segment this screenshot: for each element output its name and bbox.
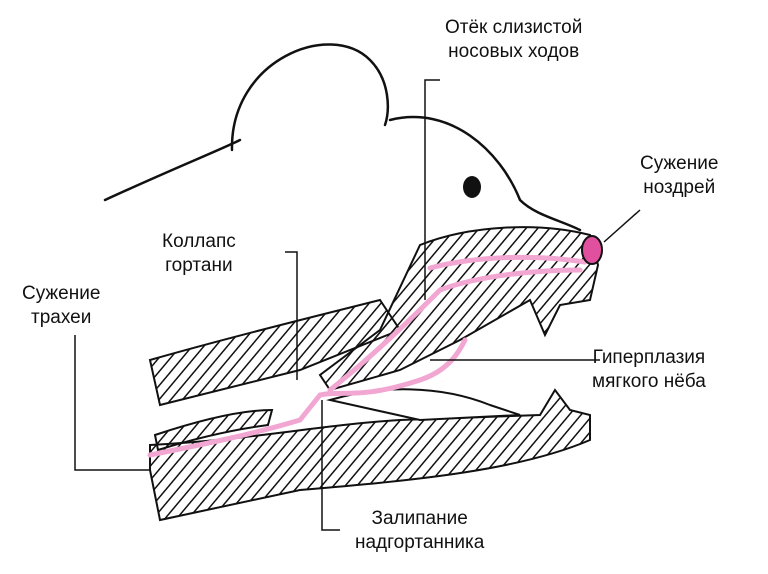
label-larynx-collapse: Коллапс гортани (162, 230, 236, 278)
label-line: Коллапс (162, 231, 236, 252)
label-line: Сужение (640, 153, 719, 174)
nostril (581, 235, 603, 265)
label-line: ноздрей (643, 177, 716, 198)
eye (463, 176, 481, 198)
label-line: Сужение (22, 283, 101, 304)
label-line: мягкого нёба (592, 371, 706, 392)
label-nostril-narrowing: Сужение ноздрей (640, 152, 718, 200)
throat-upper (148, 298, 402, 407)
label-trachea-narrowing: Сужение трахеи (22, 282, 100, 330)
label-line: Залипание (371, 508, 468, 529)
label-epiglottis: Залипание надгортанника (355, 507, 484, 555)
label-line: Отёк слизистой (445, 17, 583, 38)
label-line: Гиперплазия (592, 347, 706, 368)
label-soft-palate: Гиперплазия мягкого нёба (592, 346, 706, 394)
head-outline (103, 43, 582, 232)
airway-highlight (147, 254, 588, 458)
label-line: трахеи (31, 307, 92, 328)
label-nasal-edema: Отёк слизистой носовых ходов (445, 16, 582, 64)
label-line: носовых ходов (448, 41, 580, 62)
label-line: гортани (165, 255, 233, 276)
trachea (153, 408, 274, 452)
upper-jaw (318, 226, 600, 392)
leader-lines (74, 79, 641, 531)
label-line: надгортанника (355, 532, 485, 553)
